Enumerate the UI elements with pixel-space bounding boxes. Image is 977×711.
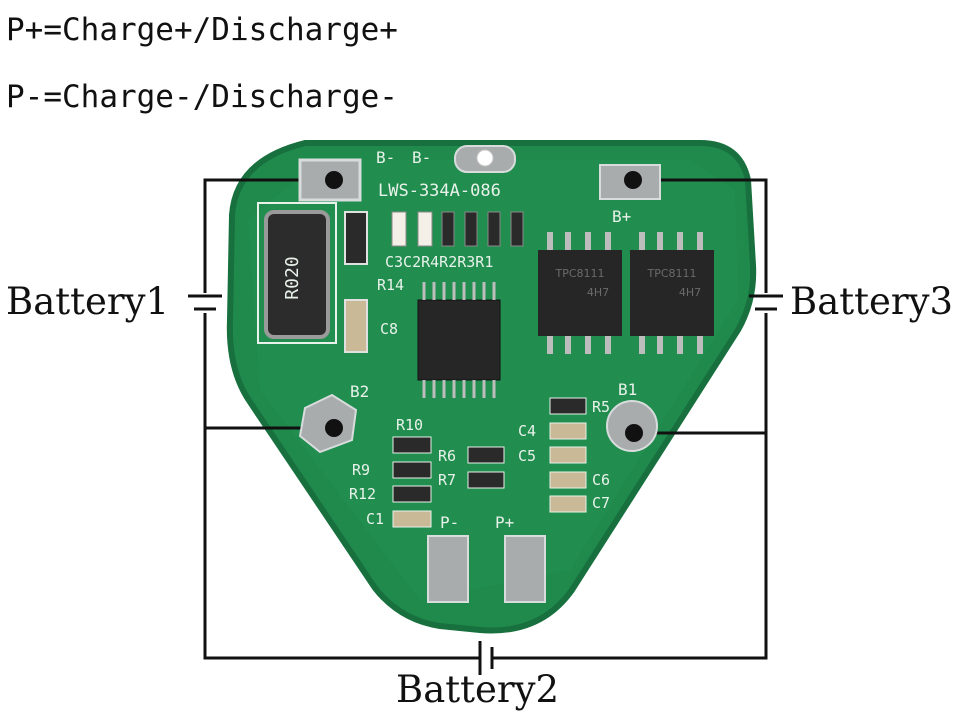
mosfet-right-code: 4H7 <box>679 286 701 299</box>
silk-p-minus: P- <box>440 513 459 532</box>
mosfet-right: TPC8111 4H7 <box>630 232 714 354</box>
mosfet-left-marking: TPC8111 <box>554 267 604 280</box>
wire-bottom-right <box>492 433 768 660</box>
silk-b-minus-1: B- <box>376 148 395 167</box>
legend-p-minus: P-=Charge-/Discharge- <box>6 79 398 115</box>
silk-c7: C7 <box>592 494 610 512</box>
dot-b1 <box>625 424 643 442</box>
dot-b2 <box>325 419 343 437</box>
silk-b-minus-2: B- <box>412 148 431 167</box>
silk-p-plus: P+ <box>495 513 514 532</box>
silk-r5: R5 <box>592 398 610 416</box>
dot-b-plus <box>624 171 642 189</box>
silk-b-plus: B+ <box>612 207 631 226</box>
silk-r14: R14 <box>377 276 404 294</box>
wiring <box>203 178 768 660</box>
legend-p-plus: P+=Charge+/Discharge+ <box>6 12 398 48</box>
shunt-marking: R020 <box>282 256 303 299</box>
shunt-outline <box>257 202 337 344</box>
silk-c5: C5 <box>518 447 536 465</box>
dot-b-minus <box>325 171 343 189</box>
silk-part-number: LWS-334A-086 <box>378 181 501 201</box>
battery1-symbol <box>188 294 222 311</box>
protection-ic <box>417 299 501 381</box>
passive-row-top <box>391 211 524 247</box>
silk-r6: R6 <box>438 447 456 465</box>
silk-b2: B2 <box>350 382 369 401</box>
pad-p-plus <box>504 535 546 603</box>
wire-left-top <box>203 178 334 293</box>
wire-right-top <box>633 178 768 293</box>
silk-c8: C8 <box>380 320 398 338</box>
passive-group-left <box>392 436 432 528</box>
battery3-symbol <box>749 294 783 311</box>
silk-c3c2r4r2r3r1: C3C2R4R2R3R1 <box>385 253 493 271</box>
battery2-label: Battery2 <box>396 668 560 711</box>
silk-b1: B1 <box>618 380 637 399</box>
mosfet-left: TPC8111 4H7 <box>538 232 622 354</box>
silk-r7: R7 <box>438 471 456 489</box>
passive-group-middle <box>467 446 505 489</box>
silk-c6: C6 <box>592 471 610 489</box>
passive-group-right <box>549 397 587 513</box>
wire-bottom <box>203 428 480 660</box>
battery3-label: Battery3 <box>790 280 954 323</box>
mosfet-left-code: 4H7 <box>587 286 609 299</box>
mosfet-right-marking: TPC8111 <box>646 267 696 280</box>
silk-c1: C1 <box>366 510 384 528</box>
pad-b-minus-left <box>298 158 362 202</box>
shunt-resistor <box>264 210 330 339</box>
silk-r10: R10 <box>396 416 423 434</box>
silk-r9: R9 <box>352 461 370 479</box>
silk-r12: R12 <box>349 485 376 503</box>
battery2-symbol <box>478 641 494 675</box>
silk-c4: C4 <box>518 422 536 440</box>
battery1-label: Battery1 <box>6 280 170 323</box>
pad-p-minus <box>427 535 469 603</box>
